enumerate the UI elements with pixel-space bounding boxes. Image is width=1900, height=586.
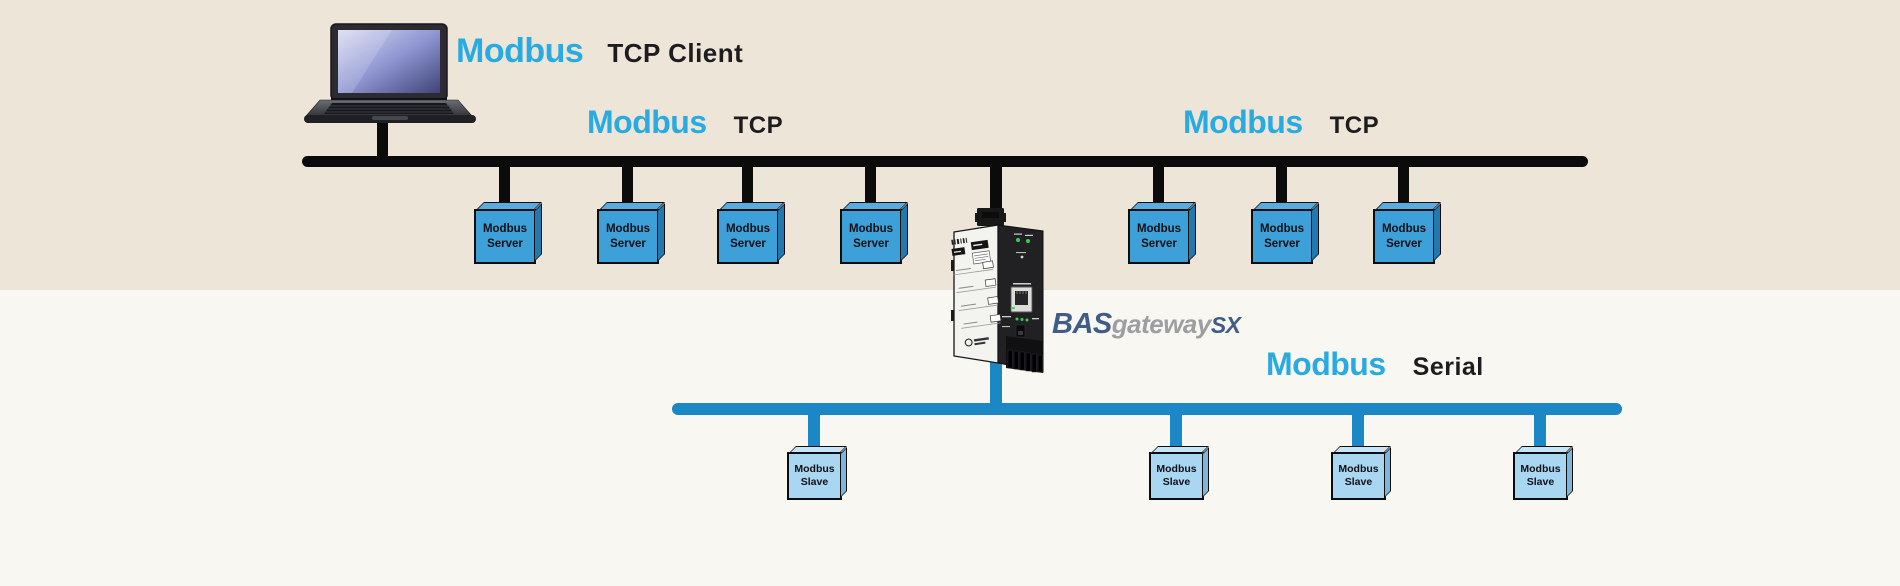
tcp-drop-line <box>1276 160 1287 212</box>
modbus-slave-node-1: Modbus Slave <box>787 452 842 500</box>
gateway-tcp-drop-line <box>990 160 1002 218</box>
tcp-drop-line <box>1398 160 1409 212</box>
laptop-stem <box>377 114 388 162</box>
modbus-wordmark: Modbus <box>456 32 584 70</box>
gateway-device <box>951 208 1044 373</box>
tcp-text: TCP <box>1329 112 1380 139</box>
tcp-drop-line <box>499 160 510 212</box>
modbus-server-node-4: Modbus Server <box>840 209 902 264</box>
modbus-wordmark: Modbus <box>1183 104 1303 140</box>
modbus-tcp-caption-right: Modbus TCP <box>1183 104 1379 141</box>
background-tcp-zone <box>0 0 1900 290</box>
terminal-block <box>1006 336 1043 373</box>
serial-drop-line <box>1352 410 1364 454</box>
gateway-brand: BASgatewaySX <box>1052 308 1241 341</box>
tcp-text: TCP <box>733 112 784 139</box>
tcp-drop-line <box>742 160 753 212</box>
tcp-drop-line <box>865 160 876 212</box>
modbus-server-node-1: Modbus Server <box>474 209 536 264</box>
brand-bas: BAS <box>1052 308 1112 340</box>
laptop-icon <box>304 23 476 162</box>
modbus-slave-node-4: Modbus Slave <box>1513 452 1568 500</box>
modbus-server-node-6: Modbus Server <box>1251 209 1313 264</box>
modbus-server-node-3: Modbus Server <box>717 209 779 264</box>
modbus-serial-bus-line <box>672 403 1622 415</box>
serial-drop-line <box>1534 410 1546 454</box>
modbus-wordmark: Modbus <box>1266 346 1386 382</box>
brand-gateway: gateway <box>1111 309 1212 339</box>
tcp-drop-line <box>1153 160 1164 212</box>
brand-sx: SX <box>1210 312 1241 338</box>
modbus-server-node-7: Modbus Server <box>1373 209 1435 264</box>
modbus-wordmark: Modbus <box>587 104 707 140</box>
tcp-client-caption: Modbus TCP Client <box>456 32 743 71</box>
modbus-serial-caption: Modbus Serial <box>1266 346 1484 383</box>
background-serial-zone <box>0 290 1900 586</box>
serial-drop-line <box>808 410 820 454</box>
modbus-server-node-5: Modbus Server <box>1128 209 1190 264</box>
ethernet-port <box>1010 286 1033 313</box>
modbus-tcp-caption-left: Modbus TCP <box>587 104 783 141</box>
tcp-drop-line <box>622 160 633 212</box>
modbus-tcp-bus-line <box>302 156 1588 167</box>
modbus-slave-node-2: Modbus Slave <box>1149 452 1204 500</box>
serial-drop-line <box>1170 410 1182 454</box>
gateway-serial-drop-line <box>990 358 1002 410</box>
modbus-server-node-2: Modbus Server <box>597 209 659 264</box>
modbus-slave-node-3: Modbus Slave <box>1331 452 1386 500</box>
serial-text: Serial <box>1412 353 1484 381</box>
tcp-client-text: TCP Client <box>607 38 744 68</box>
